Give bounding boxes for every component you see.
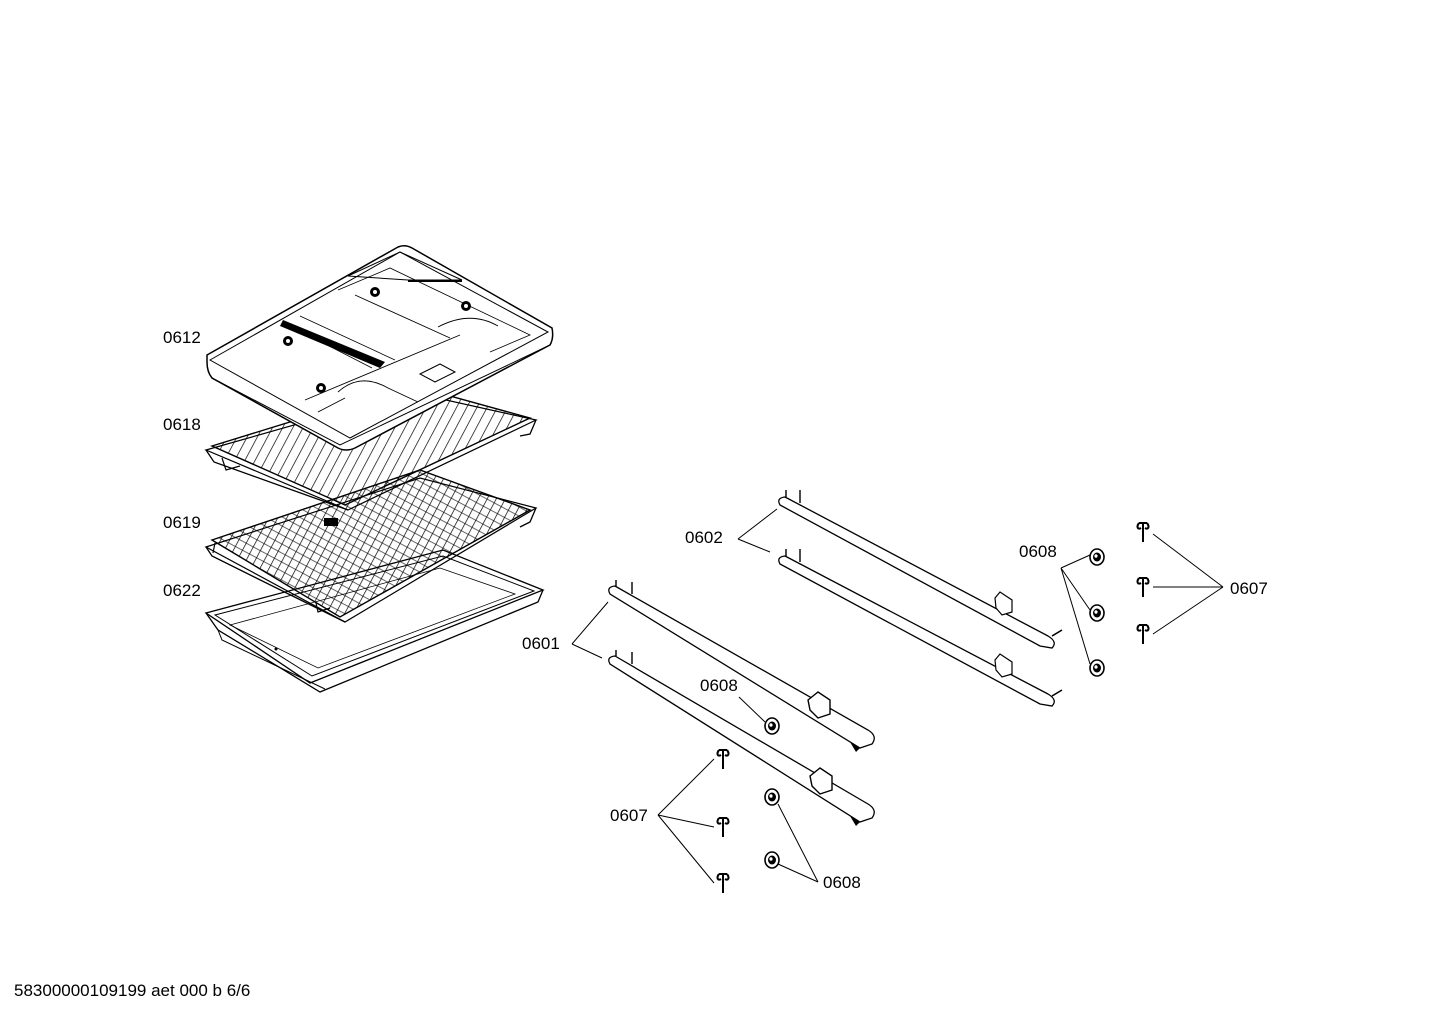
clip-part-right-3 bbox=[1136, 624, 1150, 645]
callout-0622: 0622 bbox=[163, 581, 201, 600]
nut-part-lower-1 bbox=[764, 788, 780, 806]
callout-0608-right: 0608 bbox=[1019, 542, 1057, 561]
callout-0618: 0618 bbox=[163, 415, 201, 434]
rail-0602-bottom-part bbox=[778, 549, 1063, 707]
clip-part-lower-2 bbox=[716, 817, 730, 838]
callout-0601: 0601 bbox=[522, 634, 560, 653]
callout-0602: 0602 bbox=[685, 528, 723, 547]
nut-part-right-3 bbox=[1089, 659, 1105, 677]
cover-plate-part bbox=[206, 244, 554, 451]
clip-part-right-2 bbox=[1136, 577, 1150, 598]
callout-0608-lower: 0608 bbox=[823, 873, 861, 892]
callout-0608-center: 0608 bbox=[700, 676, 738, 695]
clip-part-lower-1 bbox=[716, 749, 730, 770]
rail-0601-bottom-part bbox=[608, 650, 875, 826]
clip-part-right-1 bbox=[1136, 522, 1150, 543]
callout-0619: 0619 bbox=[163, 513, 201, 532]
nut-part-right-1 bbox=[1089, 548, 1105, 566]
rail-0601-top-part bbox=[608, 580, 875, 752]
leader-lines bbox=[571, 508, 1224, 884]
callout-0607-lower: 0607 bbox=[610, 806, 648, 825]
nut-part-right-2 bbox=[1089, 604, 1105, 622]
rail-0602-top-part bbox=[778, 490, 1063, 649]
clip-part-lower-3 bbox=[716, 873, 730, 894]
callout-0607-right: 0607 bbox=[1230, 579, 1268, 598]
nut-part-center bbox=[764, 717, 780, 735]
nut-part-lower-2 bbox=[764, 851, 780, 869]
document-code: 58300000109199 aet 000 b 6/6 bbox=[14, 981, 251, 1000]
callout-0612: 0612 bbox=[163, 328, 201, 347]
